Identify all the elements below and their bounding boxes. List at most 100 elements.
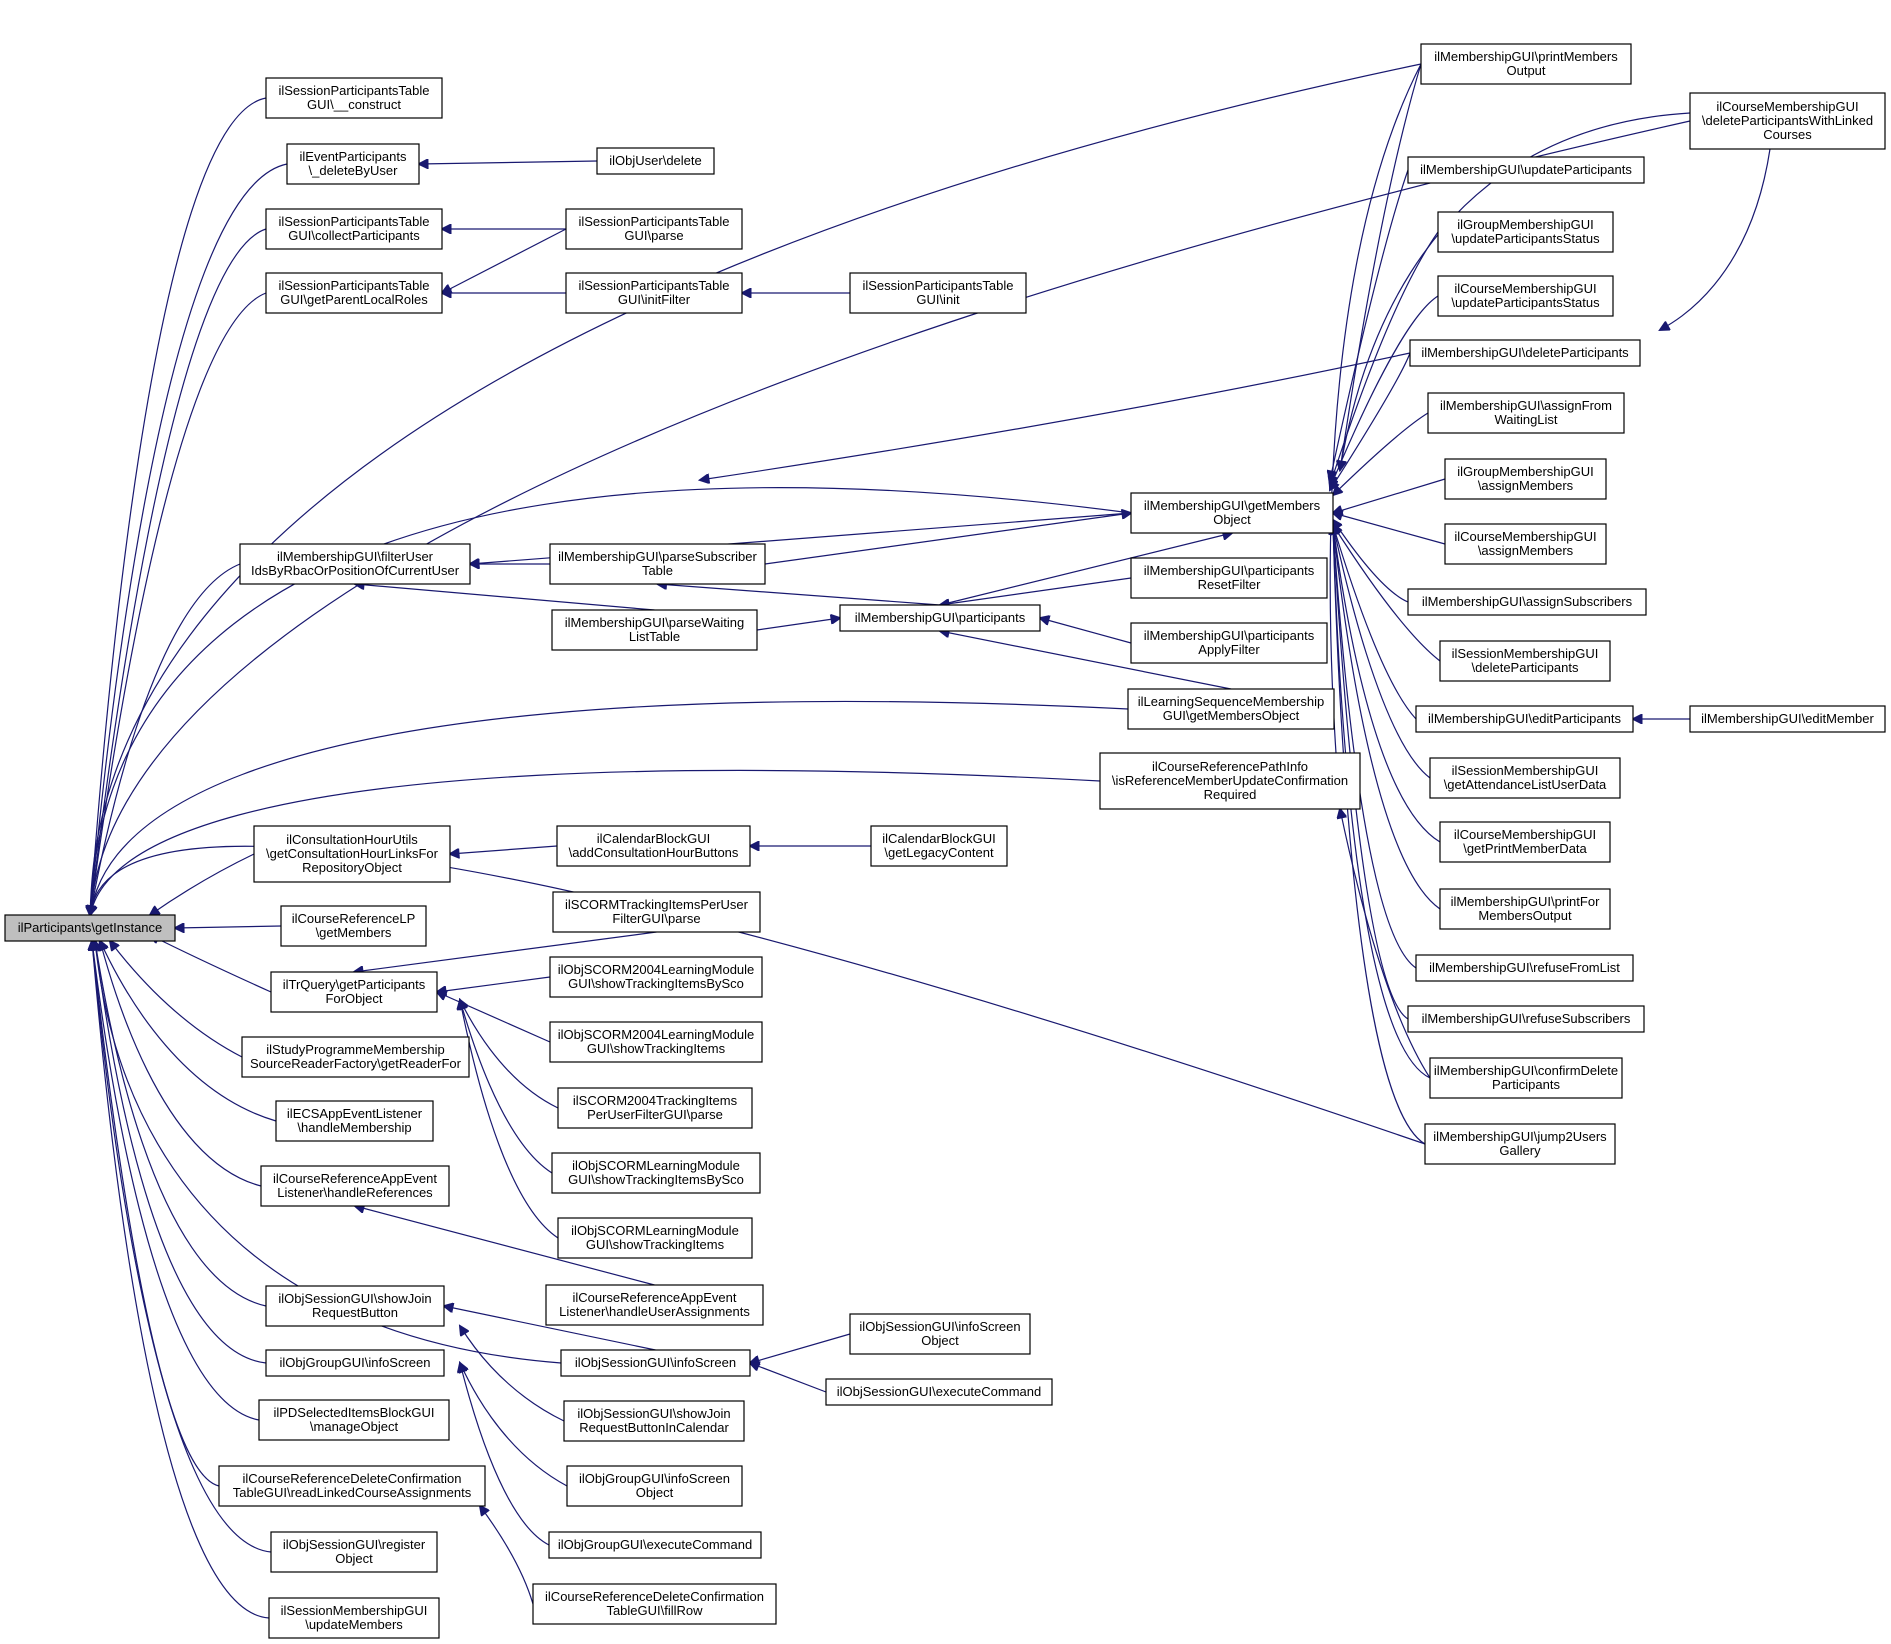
node-n47[interactable]: ilObjSCORMLearningModuleGUI\showTracking… (551, 1152, 761, 1194)
node-n35[interactable]: ilMembershipGUI\refuseSubscribers (1407, 1005, 1645, 1033)
edge-n33-to-n13 (1333, 525, 1441, 910)
node-n12[interactable]: ilMembershipGUI\participants (839, 604, 1041, 632)
node-label-line: ilSessionParticipantsTable (862, 278, 1013, 293)
node-n2[interactable]: ilEventParticipants\_deleteByUser (286, 143, 420, 185)
node-label-line: ilObjSessionGUI\showJoin (577, 1406, 730, 1421)
node-n44[interactable]: ilObjSCORM2004LearningModuleGUI\showTrac… (549, 956, 763, 998)
node-box (4, 914, 176, 942)
node-n57[interactable]: ilObjGroupGUI\infoScreen (265, 1349, 445, 1377)
node-n48[interactable]: ilObjSCORMLearningModuleGUI\showTracking… (557, 1217, 753, 1259)
node-n65[interactable]: ilSessionMembershipGUI\updateMembers (268, 1597, 440, 1639)
edge-n17-to-root (90, 769, 1101, 915)
node-n56[interactable]: ilObjSessionGUI\executeCommand (825, 1378, 1053, 1406)
node-n13[interactable]: ilMembershipGUI\getMembersObject (1130, 492, 1334, 534)
node-n54[interactable]: ilObjSessionGUI\infoScreen (560, 1349, 751, 1377)
node-label-line: GUI\showTrackingItemsBySco (568, 976, 744, 991)
edge-n38-to-root (150, 853, 255, 915)
node-n4[interactable]: ilSessionParticipantsTableGUI\collectPar… (265, 208, 443, 250)
node-n58[interactable]: ilObjSessionGUI\showJoinRequestButtonInC… (563, 1400, 745, 1442)
node-label-line: Listener\handleUserAssignments (559, 1304, 750, 1319)
edge-n26-to-n13 (1333, 513, 1446, 545)
node-label-line: IdsByRbacOrPositionOfCurrentUser (251, 563, 460, 578)
node-n63[interactable]: ilCourseReferenceDeleteConfirmationTable… (532, 1583, 777, 1625)
edge-n21-to-n13 (1330, 231, 1439, 485)
node-n45[interactable]: ilObjSCORM2004LearningModuleGUI\showTrac… (549, 1021, 763, 1063)
node-box (849, 272, 1027, 314)
node-label-line: ilMembershipGUI\printMembers (1434, 49, 1618, 64)
node-label-line: GUI\showTrackingItems (587, 1041, 726, 1056)
node-n43[interactable]: ilSCORMTrackingItemsPerUserFilterGUI\par… (552, 891, 761, 933)
node-n23[interactable]: ilMembershipGUI\deleteParticipants (1409, 339, 1641, 367)
node-n27[interactable]: ilMembershipGUI\assignSubscribers (1407, 588, 1647, 616)
node-label-line: Required (1204, 787, 1257, 802)
node-box (1130, 492, 1334, 534)
node-label-line: Participants (1492, 1077, 1560, 1092)
node-n22[interactable]: ilCourseMembershipGUI\updateParticipants… (1437, 275, 1614, 317)
edge-n15-to-n12 (1040, 618, 1132, 644)
node-n26[interactable]: ilCourseMembershipGUI\assignMembers (1444, 523, 1607, 565)
node-box (268, 1597, 440, 1639)
edge-n39-to-n38 (450, 845, 558, 854)
node-n1[interactable]: ilSessionParticipantsTableGUI\__construc… (265, 77, 443, 119)
node-label-line: ilObjGroupGUI\executeCommand (558, 1537, 752, 1552)
node-label-line: \updateParticipantsStatus (1451, 295, 1600, 310)
node-n16[interactable]: ilLearningSequenceMembershipGUI\getMembe… (1127, 688, 1335, 730)
node-n6[interactable]: ilSessionParticipantsTableGUI\getParentL… (265, 272, 443, 314)
node-label-line: ilMembershipGUI\assignFrom (1440, 398, 1612, 413)
node-n31[interactable]: ilSessionMembershipGUI\getAttendanceList… (1429, 757, 1621, 799)
node-n19[interactable]: ilCourseMembershipGUI\deleteParticipants… (1689, 92, 1886, 150)
node-n9[interactable]: ilMembershipGUI\filterUserIdsByRbacOrPos… (239, 543, 471, 585)
node-n61[interactable]: ilPDSelectedItemsBlockGUI\manageObject (258, 1399, 450, 1441)
node-n62[interactable]: ilCourseReferenceDeleteConfirmationTable… (218, 1465, 486, 1507)
node-n28[interactable]: ilSessionMembershipGUI\deleteParticipant… (1439, 640, 1611, 682)
node-n51[interactable]: ilCourseReferenceAppEventListener\handle… (260, 1165, 450, 1207)
node-n36[interactable]: ilMembershipGUI\confirmDeleteParticipant… (1429, 1057, 1623, 1099)
node-label-line: ilMembershipGUI\participants (1144, 563, 1315, 578)
node-n3[interactable]: ilObjUser\delete (596, 147, 715, 175)
node-n40[interactable]: ilCalendarBlockGUI\getLegacyContent (870, 825, 1008, 867)
node-n52[interactable]: ilCourseReferenceAppEventListener\handle… (545, 1284, 764, 1326)
node-n49[interactable]: ilStudyProgrammeMembershipSourceReaderFa… (241, 1036, 470, 1078)
node-n17[interactable]: ilCourseReferencePathInfo\isReferenceMem… (1099, 752, 1361, 810)
node-n38[interactable]: ilConsultationHourUtils\getConsultationH… (253, 825, 451, 883)
node-label-line: ilSessionMembershipGUI (281, 1603, 428, 1618)
node-root[interactable]: ilParticipants\getInstance (4, 914, 176, 942)
node-n46[interactable]: ilSCORM2004TrackingItemsPerUserFilterGUI… (557, 1087, 753, 1129)
node-n50[interactable]: ilECSAppEventListener\handleMembership (275, 1100, 434, 1142)
node-n60[interactable]: ilObjGroupGUI\executeCommand (548, 1531, 762, 1559)
node-n30[interactable]: ilMembershipGUI\editMember (1689, 705, 1886, 733)
node-box (270, 971, 438, 1013)
node-n20[interactable]: ilMembershipGUI\updateParticipants (1407, 156, 1645, 184)
edge-n25-to-n13 (1333, 478, 1446, 513)
node-n25[interactable]: ilGroupMembershipGUI\assignMembers (1444, 458, 1607, 500)
node-n21[interactable]: ilGroupMembershipGUI\updateParticipantsS… (1437, 211, 1614, 253)
node-n39[interactable]: ilCalendarBlockGUI\addConsultationHourBu… (556, 825, 751, 867)
edge-n12-to-n10 (658, 584, 941, 606)
node-label-line: ilStudyProgrammeMembership (266, 1042, 444, 1057)
node-n41[interactable]: ilCourseReferenceLP\getMembers (280, 905, 427, 947)
node-n32[interactable]: ilCourseMembershipGUI\getPrintMemberData (1439, 821, 1611, 863)
edge-n53-to-root (95, 941, 267, 1307)
node-box (265, 1285, 445, 1327)
node-n34[interactable]: ilMembershipGUI\refuseFromList (1415, 954, 1634, 982)
node-label-line: \_deleteByUser (309, 163, 399, 178)
node-box (1444, 458, 1607, 500)
edge-n52-to-n51 (355, 1206, 655, 1286)
node-n29[interactable]: ilMembershipGUI\editParticipants (1415, 705, 1634, 733)
